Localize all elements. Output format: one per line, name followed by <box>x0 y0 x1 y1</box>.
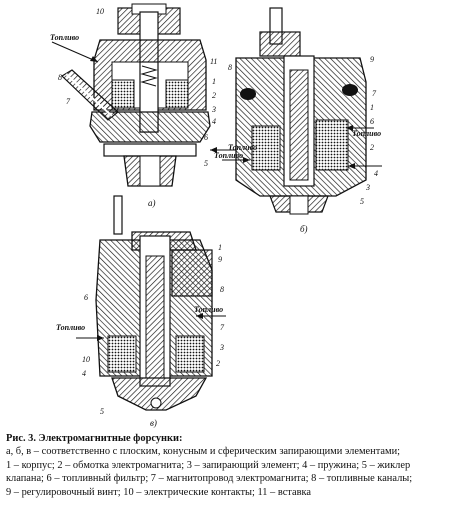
callout: 9 <box>370 55 374 64</box>
fuel-label-c2: Топливо <box>56 323 85 332</box>
callout: 10 <box>96 7 104 16</box>
callout: 5 <box>360 197 364 206</box>
callout: 6 <box>204 133 208 142</box>
panel-letter-c: в) <box>150 418 157 428</box>
callout: 1 <box>370 103 374 112</box>
callout: 3 <box>211 105 216 114</box>
callouts-a: 10 11 8 1 2 3 7 4 6 5 <box>58 7 217 168</box>
fuel-label-b: Топливо <box>352 129 381 138</box>
callout: 4 <box>374 169 378 178</box>
fuel-label-a: Топливо <box>50 33 79 42</box>
callout: 11 <box>210 57 217 66</box>
callout: 6 <box>370 117 374 126</box>
callouts-b: 8 9 7 1 6 2 4 3 5 <box>228 55 378 206</box>
callout: 10 <box>82 355 90 364</box>
callout: 7 <box>372 89 377 98</box>
callout: 5 <box>204 159 208 168</box>
caption-line: а, б, в – соответственно с плоским, кону… <box>6 446 401 458</box>
callout: 1 <box>212 77 216 86</box>
fuel-label-c: Топливо <box>194 305 223 314</box>
callouts-c: 1 9 6 8 7 3 2 10 4 5 <box>82 243 225 416</box>
callout: 7 <box>66 97 71 106</box>
callout: 4 <box>212 117 216 126</box>
callout: 8 <box>220 285 224 294</box>
panel-letter-b: б) <box>300 224 308 234</box>
callout: 2 <box>370 143 374 152</box>
callout: 2 <box>216 359 220 368</box>
callout: 3 <box>365 183 370 192</box>
fuel-label-a2: Топливо <box>214 151 243 160</box>
callout: 2 <box>212 91 216 100</box>
callout: 8 <box>58 73 62 82</box>
callout: 5 <box>100 407 104 416</box>
fuel-label-b3: Топливо <box>228 143 257 152</box>
callout: 9 <box>218 255 222 264</box>
figure-caption: Рис. 3. Электромагнитные форсунки: а, б,… <box>6 432 462 499</box>
injector-diagram-a <box>51 3 236 187</box>
figure-electromagnetic-injectors: Топливо Топливо Топливо Топливо Топливо … <box>50 3 382 428</box>
callout: 4 <box>82 369 86 378</box>
injector-diagram-c <box>76 195 226 411</box>
callout: 7 <box>220 323 225 332</box>
caption-line: 1 – корпус; 2 – обмотка электромагнита; … <box>6 459 411 471</box>
callout: 6 <box>84 293 88 302</box>
callout: 3 <box>219 343 224 352</box>
callout: 1 <box>218 243 222 252</box>
callout: 8 <box>228 63 232 72</box>
panel-letter-a: а) <box>148 198 156 208</box>
caption-line: 9 – регулировочный винт; 10 – электричес… <box>6 486 311 498</box>
caption-line: клапана; 6 – топливный фильтр; 7 – магни… <box>6 473 413 485</box>
caption-title: Рис. 3. Электромагнитные форсунки: <box>6 433 183 444</box>
injector-diagram-b <box>222 7 382 215</box>
